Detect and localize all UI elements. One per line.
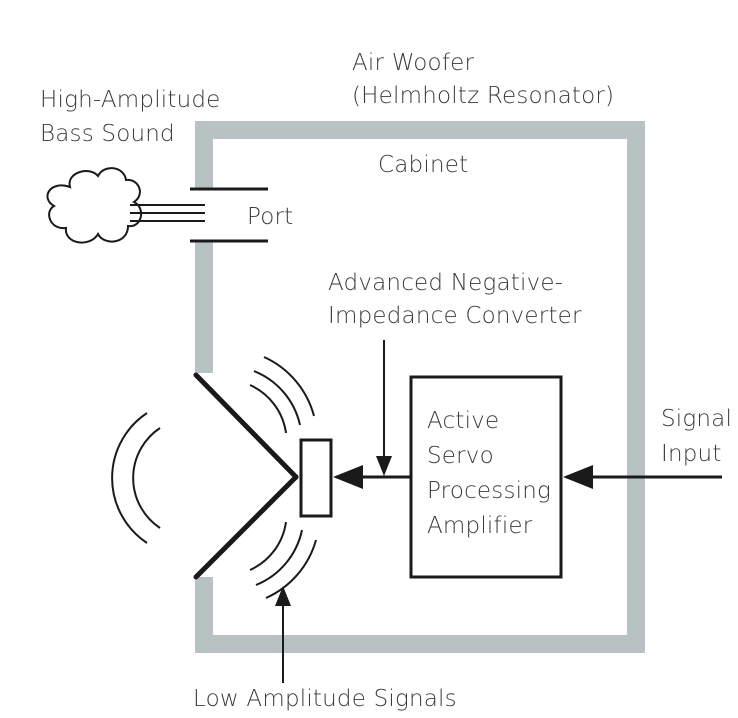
amplifier-label-3: Processing xyxy=(427,478,551,504)
signal-input-label-1: Signal xyxy=(661,406,732,432)
air-flow-lines xyxy=(130,204,205,222)
amplifier-label-4: Amplifier xyxy=(427,513,533,539)
lower-sound-waves xyxy=(249,521,317,599)
converter-label-2: Impedance Converter xyxy=(328,303,582,329)
air-woofer-label-2: (Helmholtz Resonator) xyxy=(352,83,614,109)
amplifier-label-2: Servo xyxy=(427,443,494,469)
amplifier-box xyxy=(409,375,563,579)
driver-box xyxy=(299,438,333,518)
port-tube xyxy=(190,187,268,243)
upper-sound-waves xyxy=(249,356,315,434)
cabinet-label: Cabinet xyxy=(378,152,468,178)
converter-label-1: Advanced Negative- xyxy=(328,270,563,296)
low-amplitude-label: Low Amplitude Signals xyxy=(193,686,457,712)
cabinet-frame xyxy=(195,121,645,653)
high-amp-label-1: High-Amplitude xyxy=(40,87,221,113)
amplifier-label-1: Active xyxy=(427,408,499,434)
speaker-cone xyxy=(193,372,299,580)
cloud-icon xyxy=(46,167,143,244)
air-woofer-label-1: Air Woofer xyxy=(352,50,474,76)
signal-input-label-2: Input xyxy=(661,441,722,467)
high-amp-label-2: Bass Sound xyxy=(40,121,175,147)
outer-sound-waves xyxy=(111,412,161,544)
port-label: Port xyxy=(247,204,293,230)
